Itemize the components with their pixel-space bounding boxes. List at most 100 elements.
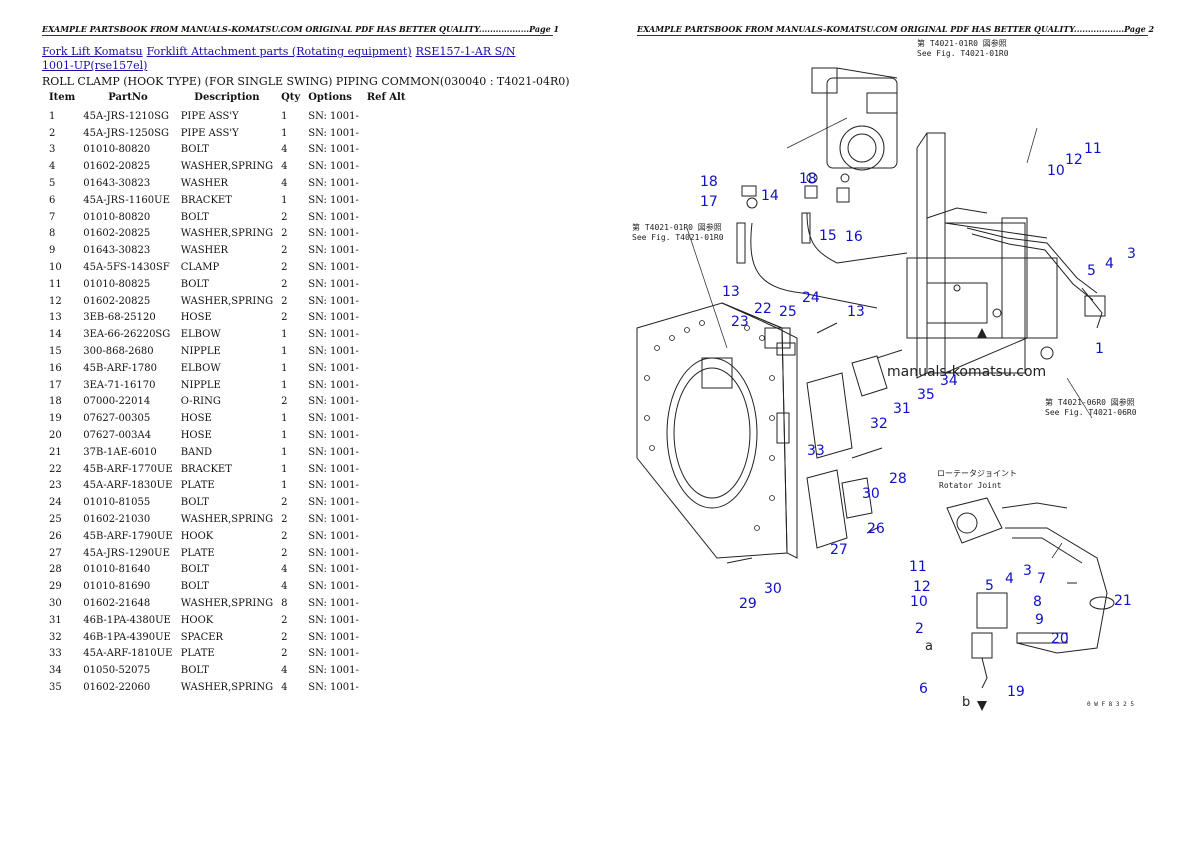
- cell-item: 3: [49, 144, 56, 156]
- ref-top-en: See Fig. T4021-01R0: [917, 49, 1009, 58]
- callout-6: 6: [919, 681, 928, 697]
- cell-description: HOSE: [180, 430, 212, 442]
- cell-partno: 01602-20825: [83, 228, 151, 240]
- cell-item: 32: [49, 631, 62, 643]
- cell-qty: 2: [281, 262, 288, 274]
- cell-partno: 45B-ARF-1790UE: [83, 530, 173, 542]
- callout-35: 35: [917, 387, 935, 403]
- cell-partno: 01010-81055: [83, 497, 151, 509]
- callout-34: 34: [940, 373, 958, 389]
- callout-16: 16: [845, 229, 863, 245]
- callout-13-secondary: 13: [847, 304, 865, 320]
- cell-qty: 4: [281, 564, 288, 576]
- cell-ref-alt: [363, 192, 410, 209]
- cell-options: SN: 1001-: [308, 144, 359, 156]
- mark-a: a: [925, 639, 933, 654]
- cell-options: SN: 1001-: [308, 396, 359, 408]
- cell-item: 11: [49, 278, 62, 290]
- cell-partno: 45B-ARF-1780: [83, 362, 157, 374]
- column-header-partno: PartNo: [108, 91, 148, 103]
- cell-item: 6: [49, 194, 56, 206]
- cell-qty: 2: [281, 245, 288, 257]
- cell-partno: 45A-JRS-1250SG: [83, 127, 169, 139]
- pipe-assembly-drawing: [926, 207, 1106, 329]
- cell-options: SN: 1001-: [308, 262, 359, 274]
- cell-qty: 2: [281, 530, 288, 542]
- callout-4: 4: [1105, 256, 1114, 272]
- callout-1: 1: [1095, 341, 1104, 357]
- cell-options: SN: 1001-: [308, 178, 359, 190]
- cell-item: 27: [49, 547, 62, 559]
- cell-partno: 45B-ARF-1770UE: [83, 463, 173, 475]
- cell-item: 2: [49, 127, 56, 139]
- cell-item: 4: [49, 161, 56, 173]
- fittings-drawing: [741, 172, 850, 209]
- callout-31: 31: [893, 401, 911, 417]
- cell-qty: 4: [281, 144, 288, 156]
- cell-description: ELBOW: [180, 362, 221, 374]
- cell-qty: 2: [281, 295, 288, 307]
- callout-32: 32: [870, 416, 888, 432]
- page-header: EXAMPLE PARTSBOOK FROM MANUALS-KOMATSU.C…: [42, 24, 560, 36]
- cell-ref-alt: [363, 595, 410, 612]
- cell-partno: 46B-1PA-4390UE: [83, 631, 171, 643]
- rotating-plate-drawing: [636, 302, 798, 559]
- cell-item: 23: [49, 480, 62, 492]
- callout-23: 23: [731, 314, 749, 330]
- cell-description: BOLT: [180, 564, 209, 576]
- cell-options: SN: 1001-: [308, 312, 359, 324]
- breadcrumb-link-category[interactable]: Forklift Attachment parts (Rotating equi…: [146, 45, 412, 58]
- callout-12-secondary: 12: [913, 579, 931, 595]
- callout-7: 7: [1037, 571, 1046, 587]
- cell-ref-alt: [363, 646, 410, 663]
- cell-item: 20: [49, 430, 62, 442]
- cell-partno: 01643-30823: [83, 178, 151, 190]
- breadcrumb-link-model[interactable]: RSE157-1-AR S/N 1001-UP(rse157el): [42, 45, 516, 72]
- cell-description: HOSE: [180, 413, 212, 425]
- cell-ref-alt: [363, 242, 410, 259]
- callout-20: 20: [1051, 631, 1069, 647]
- callout-19: 19: [1007, 684, 1025, 700]
- column-header-item: Item: [49, 91, 76, 103]
- cell-partno: 37B-1AE-6010: [83, 446, 157, 458]
- hook-plates-drawing: [764, 327, 888, 549]
- callout-12: 12: [1065, 152, 1083, 168]
- cell-item: 12: [49, 295, 62, 307]
- callout-11-secondary: 11: [909, 559, 927, 575]
- cell-item: 17: [49, 379, 62, 391]
- cell-options: SN: 1001-: [308, 631, 359, 643]
- cell-item: 7: [49, 211, 56, 223]
- cell-ref-alt: [363, 511, 410, 528]
- cell-item: 16: [49, 362, 62, 374]
- cell-qty: 1: [281, 379, 288, 391]
- breadcrumb-link-brand[interactable]: Fork Lift Komatsu: [42, 45, 143, 58]
- cell-qty: 4: [281, 161, 288, 173]
- cell-partno: 45A-ARF-1830UE: [83, 480, 173, 492]
- leader-lines: [686, 117, 1093, 559]
- cell-ref-alt: [363, 259, 410, 276]
- cell-qty: 2: [281, 396, 288, 408]
- cell-ref-alt: [363, 612, 410, 629]
- callout-5-secondary: 5: [985, 578, 994, 594]
- cell-partno: 01602-21648: [83, 598, 151, 609]
- callout-3-secondary: 3: [1023, 563, 1032, 579]
- callout-5: 5: [1087, 263, 1096, 279]
- cell-ref-alt: [363, 562, 410, 579]
- page-header: EXAMPLE PARTSBOOK FROM MANUALS-KOMATSU.C…: [637, 24, 1155, 36]
- cell-ref-alt: [363, 494, 410, 511]
- watermark: manuals-komatsu.com: [887, 364, 1046, 380]
- cell-description: CLAMP: [180, 262, 220, 274]
- cell-item: 10: [49, 262, 62, 274]
- cell-qty: 2: [281, 497, 288, 509]
